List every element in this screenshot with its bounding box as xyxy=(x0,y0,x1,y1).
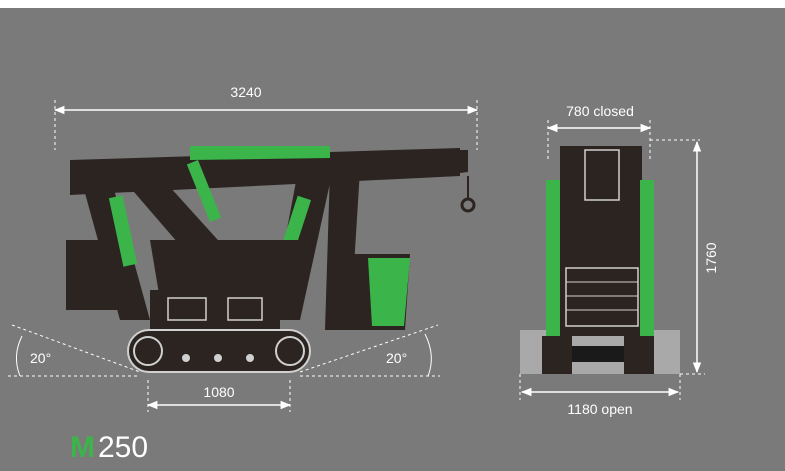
width-closed-label: 780 closed xyxy=(566,103,634,119)
dim-height: 1760 xyxy=(650,139,719,375)
front-counterweight-green xyxy=(368,258,410,326)
left-angle-label: 20° xyxy=(30,350,51,366)
front-leg-left xyxy=(546,180,560,340)
front-top-detail xyxy=(584,149,620,201)
chassis-panel-left xyxy=(167,297,207,321)
outrigger-left xyxy=(80,175,150,320)
boom xyxy=(70,148,460,195)
front-view xyxy=(520,146,680,374)
dim-width-closed: 780 closed xyxy=(546,103,652,160)
front-body xyxy=(560,146,642,256)
dim-width-open: 1180 open xyxy=(519,374,681,417)
boom-green-stripe xyxy=(190,146,330,160)
width-open-label: 1180 open xyxy=(567,401,632,417)
track-roller-2 xyxy=(214,354,222,362)
track-roller-1 xyxy=(182,354,190,362)
model-prefix: M xyxy=(70,431,95,464)
cylinder-left xyxy=(108,195,138,267)
dim-length: 3240 xyxy=(53,84,479,150)
front-grille xyxy=(565,267,639,327)
front-leg-right xyxy=(640,180,654,340)
chassis xyxy=(150,290,280,330)
right-angle-label: 20° xyxy=(386,350,407,366)
crawler-track xyxy=(127,329,311,373)
outrigger-far-right xyxy=(325,170,360,330)
model-number: 250 xyxy=(98,431,148,464)
track-label: 1080 xyxy=(203,384,234,400)
height-label: 1760 xyxy=(703,242,719,273)
cylinder-mid xyxy=(186,160,222,222)
chassis-panel-right xyxy=(227,297,263,321)
track-wheel-left xyxy=(133,336,163,366)
front-track-right xyxy=(624,336,654,374)
model-label: M 250 xyxy=(70,431,148,464)
track-roller-3 xyxy=(246,354,254,362)
side-view xyxy=(66,146,476,373)
track-wheel-right xyxy=(275,336,305,366)
dim-angles: 20° 20° xyxy=(8,324,440,377)
boom-tip xyxy=(420,150,468,178)
length-label: 3240 xyxy=(230,84,261,100)
dim-track: 1080 xyxy=(146,380,292,412)
front-track-left xyxy=(542,336,572,374)
front-base-band xyxy=(572,346,624,362)
turret xyxy=(150,240,300,300)
